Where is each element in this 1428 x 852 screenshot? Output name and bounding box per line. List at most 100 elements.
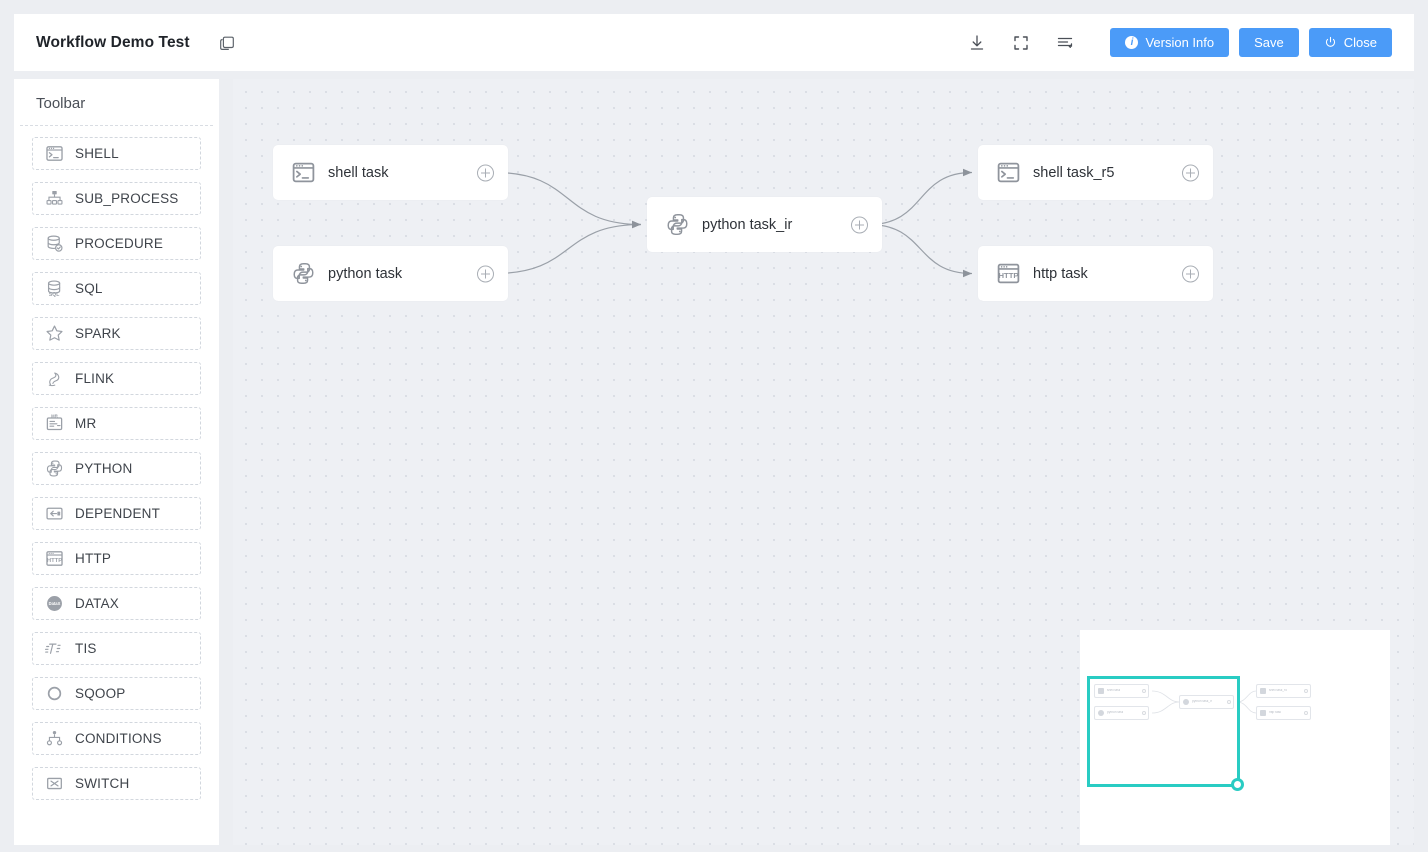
power-icon	[1324, 36, 1337, 49]
minimap-node-label: python task_ir	[1192, 700, 1212, 704]
toolbar-item-label: DATAX	[75, 596, 120, 611]
conditions-icon	[45, 729, 64, 748]
minimap-node-port	[1304, 689, 1308, 693]
close-button[interactable]: Close	[1308, 28, 1392, 57]
toolbar-item-conditions[interactable]: CONDITIONS	[32, 722, 201, 755]
format-layout-icon[interactable]	[1054, 32, 1076, 54]
toolbar-item-dependent[interactable]: DEPENDENT	[32, 497, 201, 530]
toolbar-item-label: SPARK	[75, 326, 121, 341]
dag-node-http-task[interactable]: HTTP http task	[978, 246, 1213, 301]
svg-text:DataX: DataX	[49, 601, 61, 606]
fullscreen-icon[interactable]	[1010, 32, 1032, 54]
dag-edges	[494, 168, 973, 278]
toolbar-item-flink[interactable]: FLINK	[32, 362, 201, 395]
dag-edge[interactable]	[868, 223, 973, 278]
dag-node-python-task[interactable]: python task	[273, 246, 508, 301]
minimap-node-port	[1142, 689, 1146, 693]
toolbar-divider	[20, 125, 213, 126]
minimap-node-label: http task	[1269, 711, 1282, 715]
save-button[interactable]: Save	[1239, 28, 1299, 57]
version-info-button[interactable]: i Version Info	[1110, 28, 1230, 57]
switch-icon	[45, 774, 64, 793]
minimap-graph: shell task python task python task_ir shell…	[1080, 630, 1390, 845]
dag-node-python-task-ir[interactable]: python task_ir	[647, 197, 882, 252]
dag-node-label: python task_ir	[702, 216, 793, 233]
minimap-node-port	[1142, 711, 1146, 715]
toolbar-item-tis[interactable]: TIS	[32, 632, 201, 665]
toolbar-item-label: MR	[75, 416, 97, 431]
toolbar-item-shell[interactable]: SHELL	[32, 137, 201, 170]
minimap-node: python task_ir	[1179, 695, 1234, 709]
minimap-viewport[interactable]	[1087, 676, 1244, 791]
http-icon: HTTP	[996, 261, 1021, 286]
svg-text:HTTP: HTTP	[998, 271, 1018, 280]
sqoop-icon	[45, 684, 64, 703]
svg-text:SQL: SQL	[49, 292, 59, 298]
download-icon[interactable]	[966, 32, 988, 54]
toolbar-item-switch[interactable]: SWITCH	[32, 767, 201, 800]
toolbar-item-sub_process[interactable]: SUB_PROCESS	[32, 182, 201, 215]
dag-edge[interactable]	[494, 171, 642, 229]
tis-icon	[44, 639, 64, 658]
dag-node-add-port[interactable]	[1182, 265, 1199, 282]
dag-node-add-port[interactable]	[477, 164, 494, 181]
toolbar-item-label: CONDITIONS	[75, 731, 162, 746]
minimap-node: http task	[1256, 706, 1311, 720]
toolbar-item-label: TIS	[75, 641, 97, 656]
shell-icon	[291, 160, 316, 185]
toolbar-item-spark[interactable]: SPARK	[32, 317, 201, 350]
minimap-node: shell task	[1094, 684, 1149, 698]
dag-node-shell-task-r5[interactable]: shell task_r5	[978, 145, 1213, 200]
datax-icon: DataX	[45, 594, 64, 613]
save-label: Save	[1254, 35, 1284, 50]
toolbar-item-label: SUB_PROCESS	[75, 191, 179, 206]
toolbar-item-label: PYTHON	[75, 461, 133, 476]
dag-node-label: http task	[1033, 265, 1088, 282]
minimap-node-label: python task	[1107, 711, 1124, 715]
dag-node-add-port[interactable]	[477, 265, 494, 282]
page-title: Workflow Demo Test	[36, 33, 190, 51]
python-icon	[1183, 699, 1189, 705]
shell-icon	[45, 144, 64, 163]
svg-text:HTTP: HTTP	[47, 558, 62, 564]
dag-edge[interactable]	[494, 220, 642, 275]
toolbar-item-mr[interactable]: MR MR	[32, 407, 201, 440]
python-icon	[1098, 710, 1104, 716]
dag-node-label: shell task	[328, 164, 389, 181]
minimap-resize-handle[interactable]	[1231, 778, 1244, 791]
minimap-node-label: shell task	[1107, 689, 1121, 693]
minimap-panel[interactable]: shell task python task python task_ir shell…	[1080, 630, 1390, 845]
toolbar-item-label: SHELL	[75, 146, 119, 161]
minimap-node: shell task_r5	[1256, 684, 1311, 698]
shell-icon	[1260, 688, 1266, 694]
toolbar-item-label: PROCEDURE	[75, 236, 164, 251]
minimap-node-label: shell task_r5	[1269, 689, 1287, 693]
sql-icon: SQL	[45, 279, 64, 298]
dag-node-shell-task[interactable]: shell task	[273, 145, 508, 200]
minimap-node-port	[1227, 700, 1231, 704]
dag-node-add-port[interactable]	[1182, 164, 1199, 181]
toolbar-item-label: SWITCH	[75, 776, 130, 791]
toolbar-item-sqoop[interactable]: SQOOP	[32, 677, 201, 710]
dag-edge[interactable]	[868, 168, 973, 226]
header-icon-group	[966, 32, 1076, 54]
toolbar-item-procedure[interactable]: PROCEDURE	[32, 227, 201, 260]
flink-icon	[45, 369, 64, 388]
python-icon	[291, 261, 316, 286]
http-icon	[1260, 710, 1266, 716]
dag-node-add-port[interactable]	[851, 216, 868, 233]
toolbar-item-datax[interactable]: DataX DATAX	[32, 587, 201, 620]
dependent-icon	[45, 504, 64, 523]
close-label: Close	[1343, 35, 1377, 50]
spark-icon	[45, 324, 64, 343]
toolbar-item-python[interactable]: PYTHON	[32, 452, 201, 485]
svg-text:MR: MR	[51, 414, 58, 419]
copy-icon[interactable]	[217, 33, 237, 53]
toolbar-item-label: SQOOP	[75, 686, 126, 701]
